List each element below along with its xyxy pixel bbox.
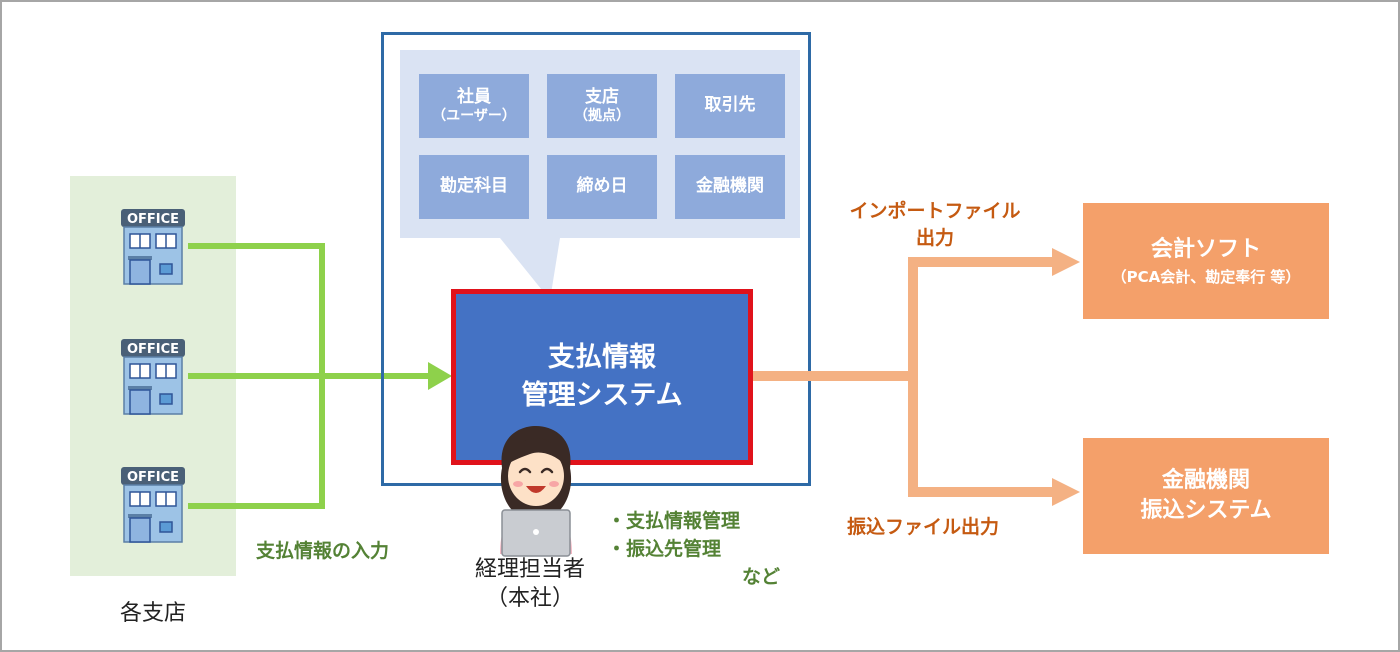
bank-title-line2: 振込システム [1140,498,1272,523]
master-account-title: 勘定科目 [419,155,529,219]
master-sublabel: （拠点） [574,107,630,124]
master-financial-institution: 金融機関 [675,155,785,219]
office-building-icon: OFFICE [121,339,185,415]
task-item: ・支払情報管理 [607,510,741,532]
import-file-label: インポートファイル 出力 [830,198,1040,251]
accountant-person-icon [500,426,572,557]
master-label: 締め日 [576,176,628,197]
master-closing-date: 締め日 [547,155,657,219]
bank-transfer-system-box: 金融機関 振込システム [1083,438,1329,554]
person-location: （本社） [485,585,574,611]
person-title: 経理担当者 [474,557,585,582]
office-sign: OFFICE [127,342,179,357]
task-etc: など [742,566,781,588]
payment-management-system: 支払情報 管理システム [451,289,753,465]
master-label: 支店 [585,86,619,107]
task-list: ・支払情報管理 ・振込先管理 [607,508,740,563]
master-sublabel: （ユーザー） [432,107,516,124]
office-sign: OFFICE [127,212,179,227]
task-item: ・振込先管理 [607,537,722,560]
master-label: 社員 [457,86,491,107]
master-label: 取引先 [704,95,756,116]
office-building-icon: OFFICE [121,467,185,543]
person-label: 経理担当者 （本社） [440,556,620,613]
master-employee: 社員 （ユーザー） [419,74,529,138]
master-label: 金融機関 [696,176,764,197]
accounting-title: 会計ソフト [1150,236,1261,262]
bank-title-line1: 金融機関 [1161,468,1250,494]
transfer-arrow-head [1052,478,1080,506]
core-title-line2: 管理システム [521,380,683,411]
office-sign: OFFICE [127,470,179,485]
import-label-line1: インポートファイル [849,200,1021,222]
core-title-line1: 支払情報 [548,342,656,374]
office-building-icon: OFFICE [121,209,185,285]
master-branch: 支店 （拠点） [547,74,657,138]
import-label-line2: 出力 [915,226,954,249]
input-label: 支払情報の入力 [256,540,390,562]
import-arrow-head [1052,248,1080,276]
system-frame [381,32,811,486]
master-label: 勘定科目 [440,176,508,197]
branches-label: 各支店 [119,601,186,626]
accounting-examples: （PCA会計、勘定奉行 等） [1111,268,1301,287]
accounting-software-box: 会計ソフト （PCA会計、勘定奉行 等） [1083,203,1329,319]
master-supplier: 取引先 [675,74,785,138]
transfer-file-label: 振込ファイル出力 [847,516,1000,538]
input-arrow-head [428,362,452,390]
